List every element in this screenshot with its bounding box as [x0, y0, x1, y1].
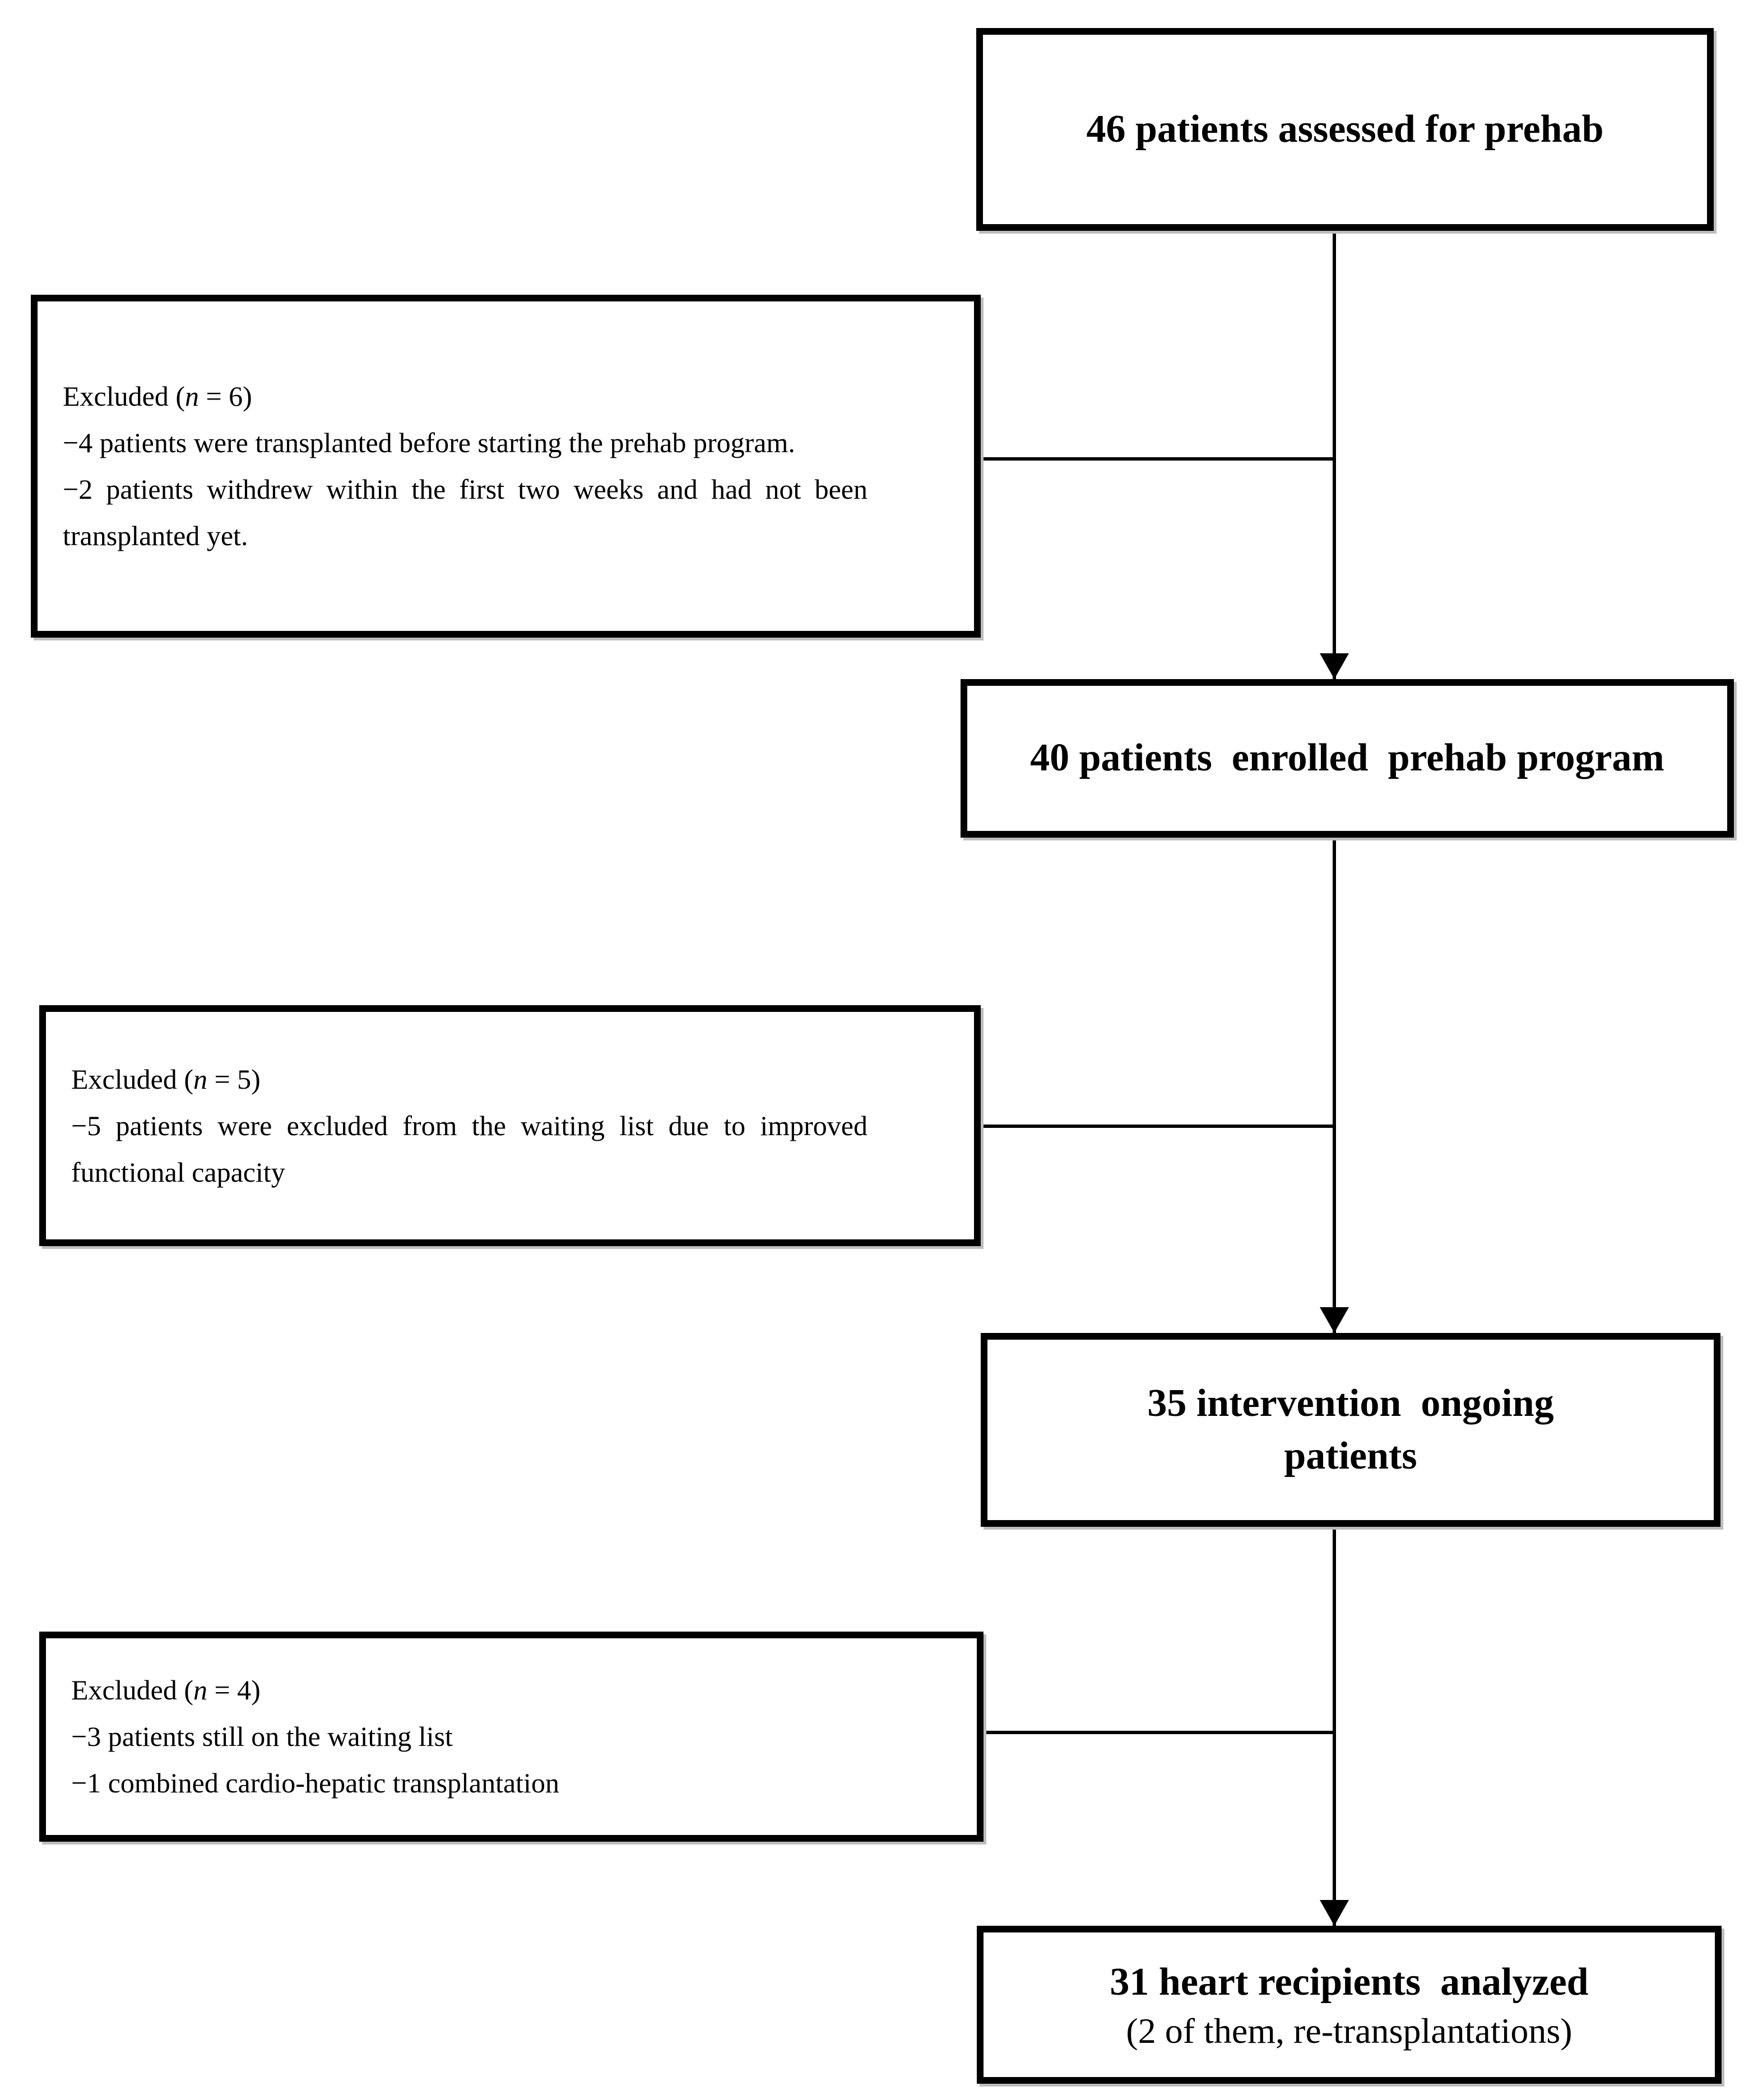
- excluded-box-2-item: −5 patients were excluded from the waiti…: [71, 1109, 868, 1188]
- flow-box-enrolled-label: 40 patients enrolled prehab program: [1030, 736, 1664, 780]
- excluded-heading-suffix: = 6): [198, 380, 252, 412]
- excluded-box-3-heading: Excluded (n = 4): [71, 1667, 870, 1713]
- connector-vertical-1: [1333, 231, 1336, 679]
- arrow-down-icon: [1320, 1900, 1349, 1926]
- arrow-down-icon: [1320, 1307, 1349, 1333]
- excluded-box-3: Excluded (n = 4) −3 patients still on th…: [39, 1632, 984, 1842]
- flow-box-intervention: 35 intervention ongoing patients: [981, 1333, 1720, 1527]
- connector-horizontal-2: [980, 1125, 1336, 1128]
- excluded-heading-n: n: [184, 380, 199, 412]
- connector-horizontal-1: [979, 457, 1336, 461]
- excluded-heading-prefix: Excluded (: [71, 1674, 193, 1706]
- flow-box-assessed-label: 46 patients assessed for prehab: [1086, 107, 1604, 151]
- flow-box-analyzed-label: 31 heart recipients analyzed: [1110, 1960, 1589, 2004]
- excluded-box-1-item: −2 patients withdrew within the first tw…: [63, 473, 868, 551]
- flow-box-analyzed-sublabel: (2 of them, re-transplantations): [1126, 2011, 1573, 2051]
- excluded-box-1-heading: Excluded (n = 6): [63, 373, 868, 420]
- excluded-box-3-item: −1 combined cardio-hepatic transplantati…: [71, 1767, 559, 1799]
- excluded-heading-n: n: [193, 1674, 207, 1706]
- flow-box-analyzed: 31 heart recipients analyzed (2 of them,…: [977, 1926, 1722, 2084]
- connector-vertical-2: [1333, 838, 1336, 1333]
- flow-box-assessed: 46 patients assessed for prehab: [976, 28, 1714, 231]
- connector-vertical-3: [1333, 1527, 1336, 1926]
- excluded-box-1: Excluded (n = 6) −4 patients were transp…: [31, 295, 981, 638]
- excluded-box-3-item: −3 patients still on the waiting list: [71, 1721, 453, 1752]
- excluded-box-2: Excluded (n = 5) −5 patients were exclud…: [39, 1005, 981, 1246]
- excluded-heading-suffix: = 5): [207, 1063, 261, 1095]
- excluded-heading-prefix: Excluded (: [63, 380, 185, 412]
- flow-box-intervention-label: 35 intervention ongoing patients: [1147, 1381, 1554, 1478]
- arrow-down-icon: [1320, 653, 1349, 679]
- excluded-heading-suffix: = 4): [207, 1674, 261, 1706]
- connector-horizontal-3: [982, 1731, 1336, 1734]
- excluded-heading-prefix: Excluded (: [71, 1063, 193, 1095]
- flow-box-enrolled: 40 patients enrolled prehab program: [961, 679, 1734, 838]
- excluded-box-2-heading: Excluded (n = 5): [71, 1056, 868, 1103]
- excluded-heading-n: n: [193, 1063, 207, 1095]
- excluded-box-1-item: −4 patients were transplanted before sta…: [63, 427, 795, 458]
